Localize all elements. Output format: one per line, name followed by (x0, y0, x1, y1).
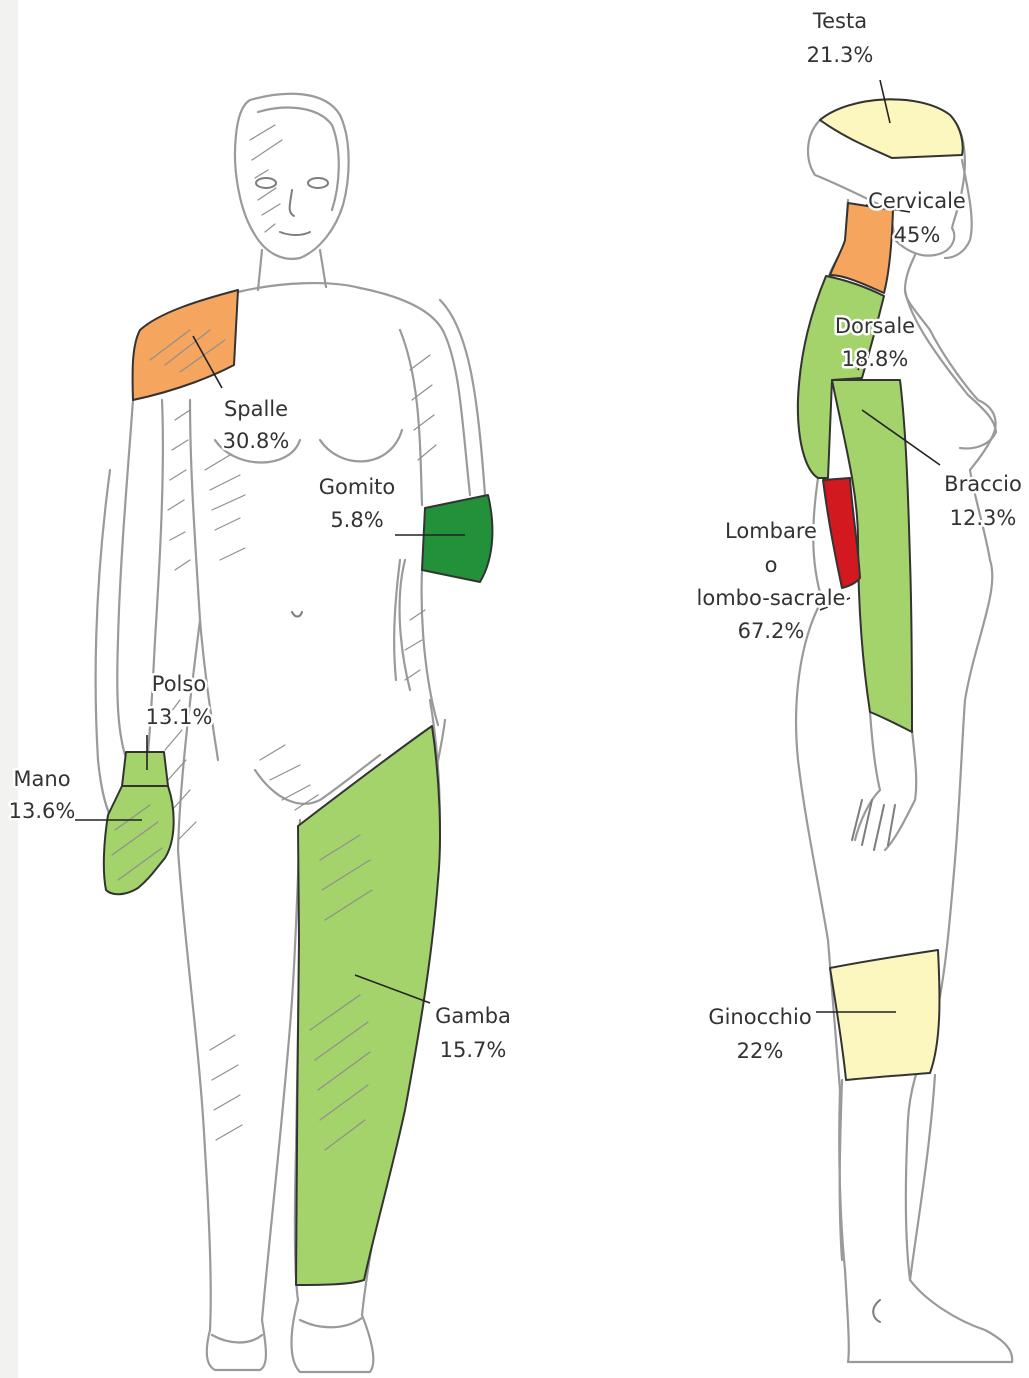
front-zone-mano (104, 786, 174, 894)
label-lombare-line2: o (765, 553, 778, 577)
label-lombare-line3: lombo-sacrale (697, 586, 846, 610)
side-hand-fingers (852, 800, 895, 850)
front-left-arm (117, 400, 163, 755)
label-spalle-name: Spalle (224, 397, 288, 421)
label-gomito-value: 5.8% (330, 508, 383, 532)
label-polso-name: Polso (152, 672, 206, 696)
front-right-arm-inner (394, 330, 422, 680)
label-ginocchio-value: 22% (737, 1039, 784, 1063)
label-braccio-value: 12.3% (950, 506, 1017, 530)
front-zone-gomito (422, 495, 492, 582)
label-gamba-value: 15.7% (440, 1038, 507, 1062)
label-braccio-name: Braccio (944, 472, 1022, 496)
label-lombare-line1: Lombare (725, 519, 817, 543)
front-navel (292, 612, 302, 617)
front-left-arm-back (96, 470, 118, 828)
front-zone-spalle (133, 290, 238, 400)
side-heel-mark (873, 1300, 880, 1322)
label-spalle-value: 30.8% (223, 429, 290, 453)
label-mano-value: 13.6% (9, 799, 76, 823)
label-testa-name: Testa (812, 9, 867, 33)
label-gomito-name: Gomito (319, 475, 396, 499)
side-figure: Testa 21.3% Cervicale 45% Dorsale 18.8% … (697, 9, 1022, 1362)
side-zone-testa (820, 99, 963, 158)
label-ginocchio-name: Ginocchio (708, 1005, 811, 1029)
label-dorsale-value: 18.8% (842, 347, 909, 371)
front-mouth (280, 232, 310, 235)
label-lombare-value: 67.2% (738, 619, 805, 643)
side-leg-front (910, 1075, 935, 1280)
front-right-eye (308, 178, 328, 188)
label-cervicale-name: Cervicale (868, 189, 966, 213)
label-cervicale-value: 45% (894, 223, 941, 247)
side-arm-outline (855, 712, 916, 850)
label-gamba-name: Gamba (435, 1004, 511, 1028)
label-mano-name: Mano (13, 767, 70, 791)
front-left-eye (256, 178, 276, 188)
front-head-inner (258, 108, 339, 210)
label-testa-value: 21.3% (807, 43, 874, 67)
side-zone-ginocchio (830, 950, 940, 1080)
front-figure: Spalle 30.8% Gomito 5.8% Polso 13.1% Man… (9, 94, 511, 1372)
front-zone-gamba (296, 726, 440, 1285)
front-nose (290, 190, 294, 216)
front-feet (212, 1318, 362, 1343)
label-polso-value: 13.1% (146, 705, 213, 729)
front-zone-polso (122, 752, 168, 786)
label-dorsale-name: Dorsale (835, 314, 915, 338)
